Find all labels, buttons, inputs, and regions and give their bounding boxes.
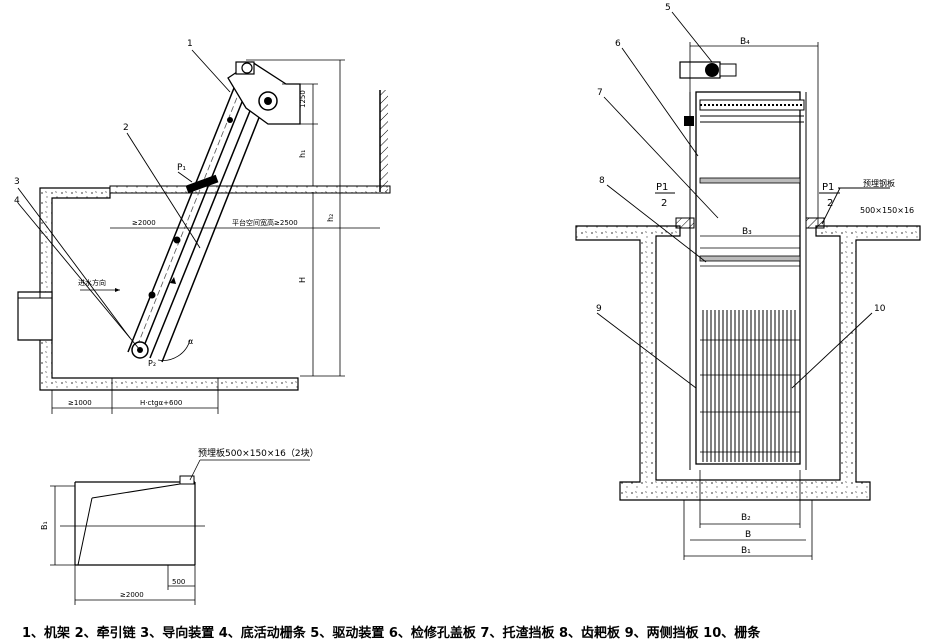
dim-b3: B₃ <box>742 227 752 237</box>
detail-view: 预埋板500×150×16（2块） B₁ ≥2000 500 <box>40 447 319 605</box>
dim-1250: 1250 <box>299 90 307 108</box>
right-leaders <box>596 11 890 389</box>
dim-h: H <box>298 277 307 283</box>
p1-label: P₁ <box>177 163 186 173</box>
drive-head <box>227 61 301 125</box>
embedded-plate-note: 预埋板500×150×16（2块） <box>198 447 319 459</box>
dim-b1: B₁ <box>741 546 751 556</box>
dim-ge2000-left: ≥2000 <box>132 219 156 227</box>
dim-b: B <box>745 530 751 540</box>
callout-2: 2 <box>123 123 129 133</box>
left-leaders <box>17 49 231 351</box>
dim-ge2000-detail: ≥2000 <box>120 591 144 599</box>
legend: 1、机架 2、牵引链 3、导向装置 4、底活动栅条 5、驱动装置 6、检修孔盖板… <box>22 626 761 641</box>
p1-left-denominator: 2 <box>661 198 667 209</box>
p1-right-denominator: 2 <box>827 198 833 209</box>
right-dims <box>683 42 819 560</box>
callout-6: 6 <box>615 39 621 49</box>
wall-hatch <box>380 90 388 192</box>
platform-clearance: 平台空间宽高≥2500 <box>232 218 298 227</box>
p1-right-label: P1 <box>822 182 834 193</box>
inflow-pipe <box>17 291 53 341</box>
dim-b1-detail: B₁ <box>40 521 49 530</box>
right-front-view: 5 6 7 8 9 10 B₄ B₃ B₂ B B₁ P1 2 P1 2 预埋钢… <box>575 3 921 560</box>
dim-hctg: H·ctgα+600 <box>140 399 182 407</box>
callout-10: 10 <box>874 304 886 314</box>
callout-5: 5 <box>665 3 671 13</box>
callout-3: 3 <box>14 177 20 187</box>
dim-h2: h₂ <box>326 214 335 222</box>
callout-1: 1 <box>187 39 193 49</box>
p2-label: P₂ <box>148 359 156 368</box>
steel-plate-note: 预埋钢板 <box>863 178 895 188</box>
dim-ge1000: ≥1000 <box>68 399 92 407</box>
dim-b4: B₄ <box>740 37 750 47</box>
channel-concrete <box>575 225 921 501</box>
callout-4: 4 <box>14 196 20 206</box>
angle-alpha: α <box>188 337 193 346</box>
steel-plate-size: 500×150×16 <box>860 206 914 215</box>
p1-left-label: P1 <box>656 182 668 193</box>
dim-h1: h₁ <box>298 150 307 158</box>
dim-b2: B₂ <box>741 513 751 523</box>
screen-frame <box>695 91 801 465</box>
p1-marks <box>655 192 840 229</box>
callout-7: 7 <box>597 88 603 98</box>
platform-slab <box>109 185 391 194</box>
screen-crossbars <box>700 339 800 453</box>
inclined-screen <box>127 87 267 363</box>
callout-9: 9 <box>596 304 602 314</box>
left-dims <box>51 59 380 414</box>
inflow-direction: 进水方向 <box>78 278 106 287</box>
left-side-view: 1 2 3 4 P₁ P₂ 1250 h₁ H h₂ ≥2000 平台空间宽高≥… <box>14 39 391 414</box>
screen-bars <box>702 310 796 462</box>
callout-8: 8 <box>599 176 605 186</box>
dim-500: 500 <box>172 578 185 586</box>
